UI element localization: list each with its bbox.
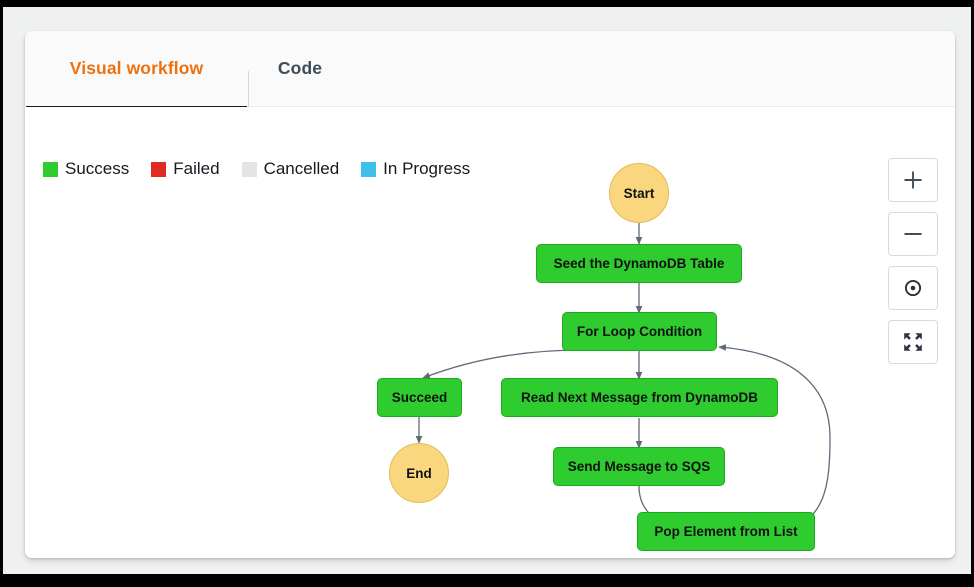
page-backdrop: Visual workflow Code Success F bbox=[3, 7, 971, 574]
node-for-loop-condition-label: For Loop Condition bbox=[576, 324, 703, 339]
tab-code-label: Code bbox=[277, 58, 323, 78]
node-start[interactable]: Start bbox=[609, 163, 669, 223]
legend-swatch-cancelled bbox=[241, 161, 257, 177]
edge-forloop-to-succeed bbox=[422, 349, 583, 379]
edge-pop-to-forloop bbox=[718, 344, 831, 532]
status-legend: Success Failed Cancelled In Progress bbox=[43, 158, 470, 180]
target-icon bbox=[902, 277, 924, 299]
node-pop-element-from-list-label: Pop Element from List bbox=[654, 524, 798, 539]
legend-item-in-progress: In Progress bbox=[361, 159, 470, 179]
minus-icon bbox=[902, 223, 924, 245]
legend-swatch-failed bbox=[151, 161, 167, 177]
legend-label-failed: Failed bbox=[173, 159, 220, 178]
node-read-next-message-label: Read Next Message from DynamoDB bbox=[520, 390, 759, 405]
node-end[interactable]: End bbox=[389, 443, 449, 503]
tab-divider bbox=[248, 71, 249, 113]
node-for-loop-condition[interactable]: For Loop Condition bbox=[562, 312, 717, 351]
tab-bar: Visual workflow Code bbox=[25, 31, 955, 113]
legend-label-success: Success bbox=[65, 159, 130, 178]
node-send-message-to-sqs-label: Send Message to SQS bbox=[567, 459, 711, 474]
workflow-graph: Start Seed the DynamoDB Table For Loop C… bbox=[25, 107, 955, 558]
node-read-next-message[interactable]: Read Next Message from DynamoDB bbox=[501, 378, 778, 417]
workflow-edges bbox=[415, 223, 831, 532]
node-send-message-to-sqs[interactable]: Send Message to SQS bbox=[553, 447, 725, 486]
canvas-controls bbox=[888, 158, 938, 364]
legend-swatch-success bbox=[43, 161, 58, 177]
legend-item-failed: Failed bbox=[151, 159, 220, 179]
node-succeed-label: Succeed bbox=[391, 390, 448, 405]
node-seed-dynamodb-table-label: Seed the DynamoDB Table bbox=[553, 256, 725, 271]
workflow-card: Visual workflow Code Success F bbox=[25, 31, 955, 558]
legend-label-cancelled: Cancelled bbox=[263, 159, 340, 178]
legend-swatch-in-progress bbox=[361, 161, 377, 177]
legend-item-success: Success bbox=[43, 159, 129, 179]
node-succeed[interactable]: Succeed bbox=[377, 378, 462, 417]
legend-item-cancelled: Cancelled bbox=[241, 159, 340, 179]
node-seed-dynamodb-table[interactable]: Seed the DynamoDB Table bbox=[536, 244, 742, 283]
tab-code[interactable]: Code bbox=[248, 31, 352, 106]
fullscreen-button[interactable] bbox=[888, 320, 938, 364]
plus-icon bbox=[902, 169, 924, 191]
center-button[interactable] bbox=[888, 266, 938, 310]
workflow-canvas[interactable]: Success Failed Cancelled In Progress bbox=[25, 107, 955, 558]
node-pop-element-from-list[interactable]: Pop Element from List bbox=[637, 512, 815, 551]
fullscreen-icon bbox=[902, 331, 924, 353]
tab-visual-workflow[interactable]: Visual workflow bbox=[26, 31, 247, 110]
tab-visual-workflow-label: Visual workflow bbox=[69, 58, 204, 78]
zoom-out-button[interactable] bbox=[888, 212, 938, 256]
node-start-label: Start bbox=[623, 185, 655, 201]
node-end-label: End bbox=[406, 465, 432, 481]
legend-label-in-progress: In Progress bbox=[383, 159, 471, 178]
zoom-in-button[interactable] bbox=[888, 158, 938, 202]
